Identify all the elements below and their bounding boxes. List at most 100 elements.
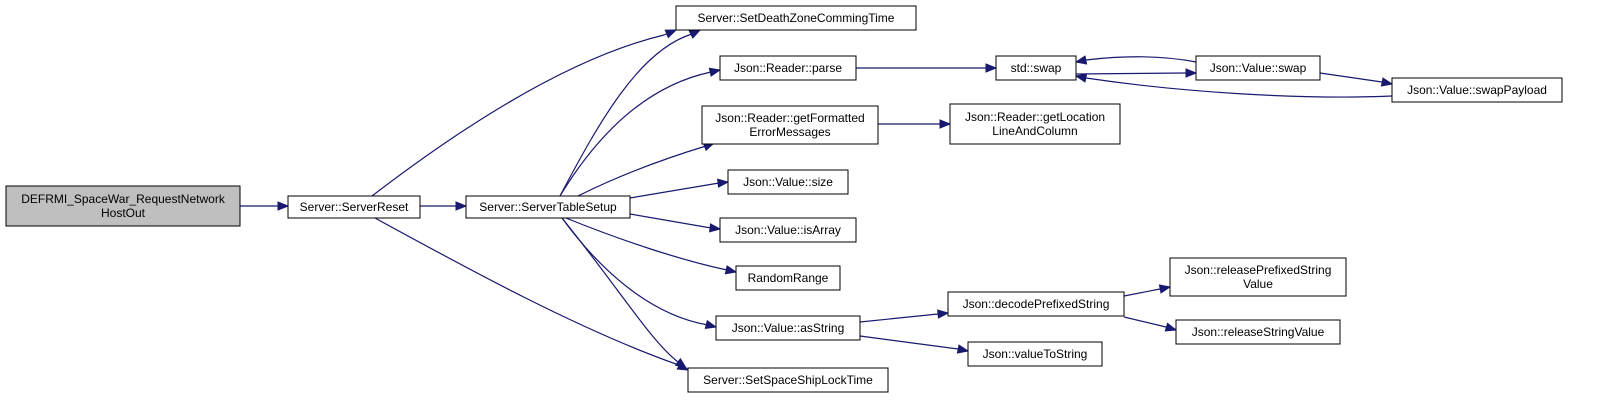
edge-line [629,213,712,229]
node-label: Json::Reader::parse [734,61,842,75]
edge-value-swap-payload-to-std-swap [1074,73,1393,98]
node-label: Json::Value::asString [732,321,845,335]
arrowhead-icon [1158,284,1172,294]
node-label: Json::releasePrefixedString [1185,263,1332,277]
node-value-is-array[interactable]: Json::Value::isArray [719,217,857,243]
edge-line [561,217,679,363]
node-label: Json::decodePrefixedString [963,297,1110,311]
node-std-swap[interactable]: std::swap [995,55,1077,81]
edge-value-swap-to-std-swap [1074,55,1197,65]
node-label: DEFRMI_SpaceWar_RequestNetwork [21,192,226,206]
arrowhead-icon [985,63,998,73]
edge-server-table-setup-to-set-death-zone [559,29,702,197]
node-box [967,341,1103,367]
edge-root-to-server-reset [240,201,290,211]
edge-line [1075,72,1187,75]
node-box [287,195,421,219]
arrowhead-icon [939,119,952,129]
edge-line [859,313,939,323]
edge-server-table-setup-to-reader-parse [559,67,722,197]
arrowhead-icon [717,178,730,188]
node-set-death-zone[interactable]: Server::SetDeathZoneCommingTime [675,5,917,31]
node-label: HostOut [101,206,146,220]
edge-server-table-setup-to-value-is-array [629,213,722,233]
node-label: LineAndColumn [992,124,1077,138]
edge-reader-parse-to-std-swap [856,63,998,73]
node-box [949,103,1121,145]
edge-std-swap-to-value-swap [1075,68,1198,78]
arrowhead-icon [1380,77,1394,87]
node-release-string-value[interactable]: Json::releaseStringValue [1175,319,1341,345]
node-box [675,5,917,31]
edge-server-reset-to-set-death-zone [371,29,678,197]
node-value-to-string[interactable]: Json::valueToString [967,341,1103,367]
edge-decode-prefixed-to-release-prefixed [1123,284,1172,297]
node-box [947,291,1125,317]
edge-line [1085,56,1197,63]
edge-line [559,33,693,197]
node-box [1195,55,1321,81]
node-box [719,55,857,81]
node-box [465,195,631,219]
edge-line-tail [704,145,707,148]
node-label: Value [1243,277,1273,291]
edge-line-tail [663,33,667,36]
edge-value-swap-to-value-swap-payload [1319,72,1394,87]
node-value-swap-payload[interactable]: Json::Value::swapPayload [1391,77,1563,103]
node-label: Server::SetSpaceShipLockTime [703,373,873,387]
node-random-range[interactable]: RandomRange [735,265,841,291]
node-label: Server::SetDeathZoneCommingTime [698,11,895,25]
node-label: Server::ServerReset [300,200,409,214]
node-label: Json::valueToString [983,347,1088,361]
node-server-table-setup[interactable]: Server::ServerTableSetup [465,195,631,219]
arrowhead-icon [674,357,688,369]
edge-line [629,182,720,199]
edge-line [1123,288,1161,297]
node-label: Json::Value::isArray [735,223,841,237]
edge-value-as-string-to-decode-prefixed [859,309,950,323]
node-label: Json::Reader::getLocation [965,110,1105,124]
node-box [727,169,849,195]
node-server-reset[interactable]: Server::ServerReset [287,195,421,219]
node-value-as-string[interactable]: Json::Value::asString [715,315,861,341]
edge-decode-prefixed-to-release-string-value [1123,316,1178,332]
edge-server-table-setup-to-value-as-string [561,217,718,330]
node-set-spaceship-lock[interactable]: Server::SetSpaceShipLockTime [687,367,889,393]
arrowhead-icon [1074,73,1088,83]
arrowhead-icon [664,29,678,39]
edge-reader-get-formatted-to-reader-get-location [878,119,952,129]
edge-server-table-setup-to-reader-get-formatted [577,142,716,197]
edge-line [559,71,712,197]
edge-server-reset-to-server-table-setup [420,201,468,211]
edge-server-table-setup-to-random-range [565,217,738,275]
node-reader-parse[interactable]: Json::Reader::parse [719,55,857,81]
edge-line [1319,72,1383,83]
node-decode-prefixed[interactable]: Json::decodePrefixedString [947,291,1125,317]
node-label: Server::ServerTableSetup [479,200,617,214]
node-value-size[interactable]: Json::Value::size [727,169,849,195]
arrowhead-icon [937,309,950,319]
edge-line [565,217,728,271]
edge-server-table-setup-to-set-spaceship-lock [561,217,688,369]
arrowhead-icon [1074,55,1088,65]
node-label: std::swap [1011,61,1062,75]
node-label: Json::Value::swapPayload [1407,83,1547,97]
arrowhead-icon [1185,68,1198,78]
node-value-swap[interactable]: Json::Value::swap [1195,55,1321,81]
node-box [701,105,879,145]
node-box [995,55,1077,81]
node-box [687,367,889,393]
arrowhead-icon [709,223,722,233]
node-box [1169,257,1347,297]
edge-line [859,335,959,350]
node-box [719,217,857,243]
call-graph-edges [240,29,1394,371]
edge-line [1123,316,1167,328]
edge-line [561,217,709,326]
